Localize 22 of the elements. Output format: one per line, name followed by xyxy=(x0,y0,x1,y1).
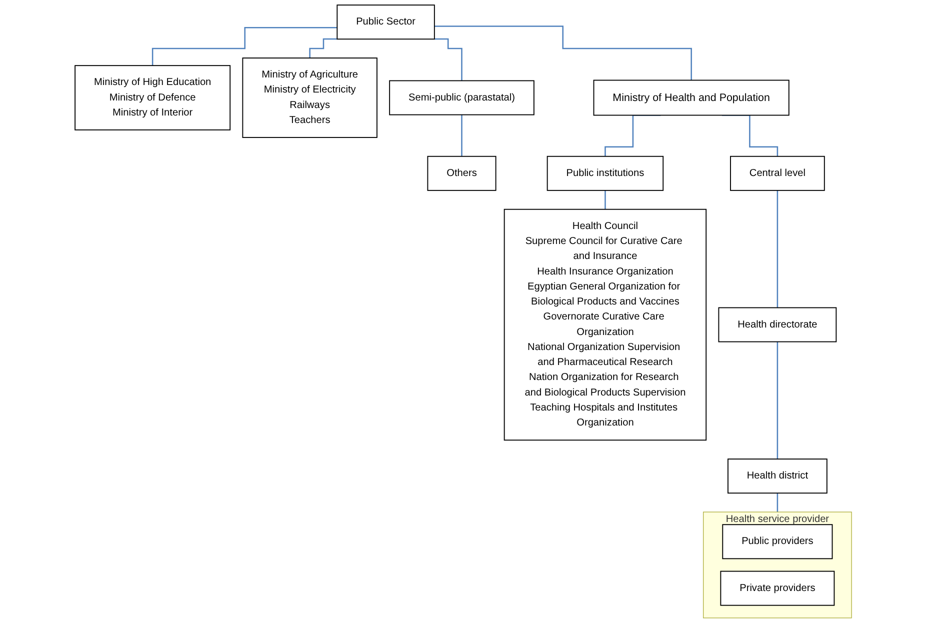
node-box: Ministry of Health and Population xyxy=(593,80,790,116)
node-box: Public institutions xyxy=(547,156,664,191)
node-box: Health Council Supreme Council for Curative Care and Insurance Health Insurance Organization Egyptian General Organization for Biological Products and Vaccines Governorate Curative Care Organization National Organization Supervision and Pharmaceutical Research Nation Organization for Research and Biological Products Supervision Teaching Hospitals and Institutes Organization xyxy=(504,208,707,441)
connector xyxy=(152,26,338,66)
node-box: Public providers xyxy=(722,524,833,560)
connector xyxy=(604,190,606,210)
connector xyxy=(461,114,463,157)
connector xyxy=(777,190,778,308)
node-box: Public Sector xyxy=(336,4,436,40)
node-box: Central level xyxy=(730,156,826,191)
node-box: Ministry of High Education Ministry of Defence Ministry of Interior xyxy=(74,65,231,130)
node-box: Semi-public (parastatal) xyxy=(389,80,535,116)
node-box: Ministry of Agriculture Ministry of Electricity Railways Teachers xyxy=(242,58,378,138)
node-box: Others xyxy=(427,156,496,191)
connector xyxy=(777,341,778,460)
connector xyxy=(434,38,463,82)
node-box: Health directorate xyxy=(718,307,837,342)
connector xyxy=(777,492,778,513)
node-box: Health district xyxy=(728,458,828,494)
node-box: Private providers xyxy=(720,570,835,606)
connector xyxy=(309,38,338,59)
connector xyxy=(434,26,692,81)
